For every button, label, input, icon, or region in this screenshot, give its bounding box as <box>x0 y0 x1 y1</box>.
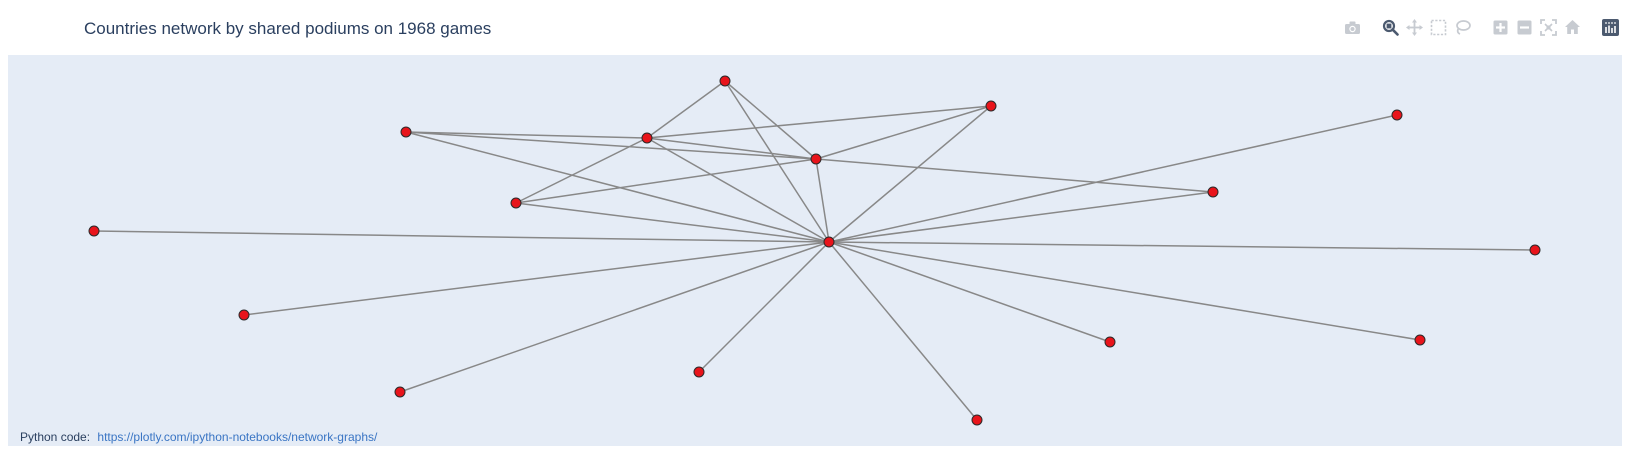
node-11[interactable] <box>238 309 250 321</box>
modebar-group-export <box>1340 17 1364 37</box>
edge-5-7 <box>515 158 817 204</box>
download-plot-button[interactable] <box>1340 17 1364 37</box>
edge-5-6 <box>815 158 1214 193</box>
node-6[interactable] <box>1207 186 1219 198</box>
pan-button[interactable] <box>1402 17 1426 37</box>
node-14[interactable] <box>693 366 705 378</box>
edge-1-5 <box>815 105 992 160</box>
network-graph[interactable] <box>8 55 1622 446</box>
edge-9-15 <box>399 241 830 393</box>
edge-0-9 <box>724 80 830 243</box>
node-8[interactable] <box>88 225 100 237</box>
node-4[interactable] <box>641 132 653 144</box>
edge-9-13 <box>828 241 1111 343</box>
node-5[interactable] <box>810 153 822 165</box>
modebar-group-view <box>1488 17 1584 37</box>
zoom-out-button[interactable] <box>1512 17 1536 37</box>
edge-7-9 <box>515 202 830 243</box>
lasso-select-icon <box>1455 19 1471 35</box>
zoom-icon <box>1382 19 1399 36</box>
zoom-in-button[interactable] <box>1488 17 1512 37</box>
modebar-group-drag <box>1378 17 1474 37</box>
node-0[interactable] <box>719 75 731 87</box>
edge-1-9 <box>828 105 992 243</box>
reset-axes-button[interactable] <box>1560 17 1584 37</box>
chart-title: Countries network by shared podiums on 1… <box>84 19 492 38</box>
pan-icon <box>1405 18 1423 36</box>
edge-4-9 <box>646 137 830 243</box>
edge-0-4 <box>646 80 726 139</box>
edge-6-9 <box>828 191 1214 243</box>
box-select-button[interactable] <box>1426 17 1450 37</box>
edge-2-9 <box>828 114 1398 243</box>
box-select-icon <box>1430 19 1446 35</box>
node-7[interactable] <box>510 197 522 209</box>
zoom-in-icon <box>1493 20 1507 34</box>
annotation-link[interactable]: https://plotly.com/ipython-notebooks/net… <box>97 430 378 444</box>
edge-4-7 <box>515 137 648 204</box>
modebar <box>1326 17 1622 37</box>
autoscale-icon <box>1539 18 1557 36</box>
edge-3-9 <box>405 131 830 243</box>
zoom-out-icon <box>1517 20 1531 34</box>
edge-9-10 <box>828 241 1536 251</box>
edge-9-14 <box>698 241 830 373</box>
node-12[interactable] <box>1414 334 1426 346</box>
lasso-select-button[interactable] <box>1450 17 1474 37</box>
edges-layer <box>93 80 1536 421</box>
annotation-label: Python code: <box>20 430 91 444</box>
edge-8-9 <box>93 230 830 243</box>
node-9[interactable] <box>823 236 835 248</box>
source-annotation: Python code: https://plotly.com/ipython-… <box>20 430 377 444</box>
plot-area[interactable] <box>8 55 1622 446</box>
plotly-logo-link[interactable] <box>1598 17 1622 37</box>
edge-4-5 <box>646 137 817 160</box>
node-15[interactable] <box>394 386 406 398</box>
node-3[interactable] <box>400 126 412 138</box>
autoscale-button[interactable] <box>1536 17 1560 37</box>
plotly-logo-icon <box>1601 18 1619 36</box>
edge-9-12 <box>828 241 1421 341</box>
node-16[interactable] <box>971 414 983 426</box>
edge-1-4 <box>646 105 992 139</box>
edge-9-16 <box>828 241 978 421</box>
edge-5-9 <box>815 158 830 243</box>
edge-3-5 <box>405 131 817 160</box>
zoom-button[interactable] <box>1378 17 1402 37</box>
camera-icon <box>1344 21 1360 34</box>
edge-0-5 <box>724 80 817 160</box>
home-icon <box>1564 20 1580 34</box>
node-2[interactable] <box>1391 109 1403 121</box>
node-13[interactable] <box>1104 336 1116 348</box>
modebar-group-logo <box>1598 17 1622 37</box>
edge-3-4 <box>405 131 648 139</box>
node-1[interactable] <box>985 100 997 112</box>
edge-9-11 <box>243 241 830 316</box>
nodes-layer <box>88 75 1541 426</box>
node-10[interactable] <box>1529 244 1541 256</box>
